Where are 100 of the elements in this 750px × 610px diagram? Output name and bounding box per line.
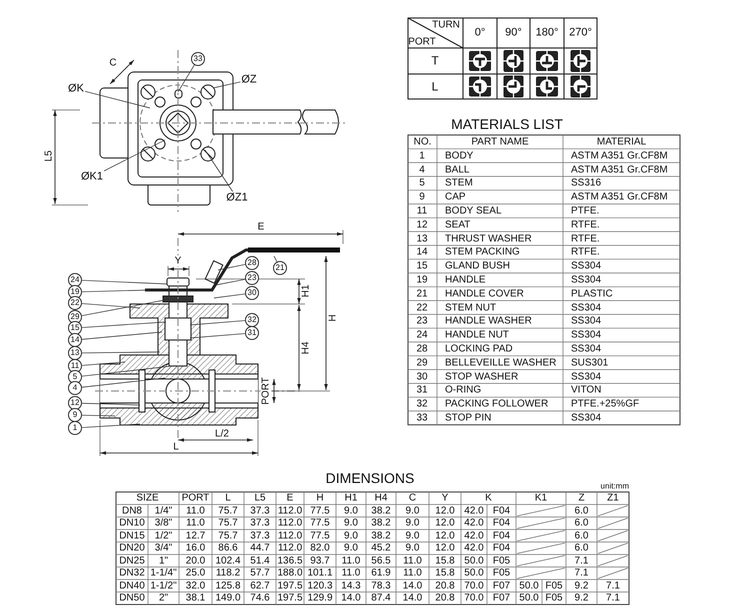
table-value: 3/4" <box>154 542 172 554</box>
table-value: 93.7 <box>310 555 330 566</box>
column-header: PORT <box>182 492 210 504</box>
table-value: 7.1 <box>574 555 588 566</box>
table-value: 9 <box>419 192 425 203</box>
leader-line <box>82 352 160 354</box>
table-value: 9.0 <box>344 530 358 542</box>
table-value: 6.0 <box>574 518 588 529</box>
table-value: 120.3 <box>307 580 333 592</box>
leader-line <box>82 424 140 428</box>
table-value: 197.5 <box>277 592 303 604</box>
dimension-label: E <box>258 222 264 232</box>
table-value: STEM PACKING <box>445 246 520 258</box>
table-value: ASTM A351 Gr.CF8M <box>571 150 668 162</box>
table-value: 11.0 <box>342 568 360 579</box>
table-value: 70.0 <box>464 592 484 604</box>
dimension-label: ØZ <box>241 74 257 86</box>
leader-line <box>178 64 195 92</box>
table-value: 9.0 <box>406 542 420 554</box>
table-value: 50.0 <box>464 555 484 566</box>
table-value: 9.2 <box>574 592 588 604</box>
table-value: 37.3 <box>250 518 270 529</box>
table-value: 15.8 <box>435 568 455 579</box>
table-title: DIMENSIONS <box>326 470 414 486</box>
table-value: SS304 <box>571 330 602 341</box>
column-header: H4 <box>374 492 388 504</box>
table-value: 20.0 <box>186 555 206 566</box>
leader-line <box>82 402 140 406</box>
table-value: 7.1 <box>606 580 620 592</box>
table-value: 37.3 <box>250 505 270 516</box>
table-value: 12.0 <box>435 518 455 529</box>
table-value: 38.2 <box>371 518 391 529</box>
table-value: 197.5 <box>277 580 303 592</box>
column-header: PART NAME <box>471 136 529 148</box>
table-value: F07 <box>492 580 510 592</box>
leader-line <box>82 280 168 284</box>
table-value: 7.1 <box>606 592 620 604</box>
column-header: E <box>286 492 294 504</box>
table-value: 11.0 <box>403 568 422 579</box>
table-value: STOP WASHER <box>445 371 518 382</box>
table-value: 74.6 <box>250 592 270 604</box>
table-value: 149.0 <box>215 592 241 604</box>
leader-line <box>84 90 150 108</box>
table-value: 51.4 <box>250 555 270 566</box>
callout-number: 11 <box>68 359 82 373</box>
table-value: 136.5 <box>277 555 303 566</box>
callout-number: 28 <box>245 256 259 270</box>
dimension-label: H4 <box>300 342 312 354</box>
table-value: LOCKING PAD <box>445 343 513 354</box>
table-value: 9.0 <box>406 518 420 529</box>
table-value: 44.7 <box>250 542 270 554</box>
table-value: 14 <box>416 246 428 258</box>
table-value: 42.0 <box>464 530 484 542</box>
table-value: 112.0 <box>278 505 302 516</box>
dimension-label: ØK <box>68 84 84 94</box>
leader-line <box>82 366 172 377</box>
table-value: 4 <box>419 164 425 175</box>
table-value: SS304 <box>571 371 602 382</box>
table-value: 14.0 <box>341 592 361 604</box>
table-value: HANDLE NUT <box>445 330 509 341</box>
table-value: 118.2 <box>216 568 240 579</box>
table-value: 86.6 <box>218 542 238 554</box>
table-value: 77.5 <box>310 530 330 542</box>
table-value: RTFE. <box>571 246 600 258</box>
table-value: F07 <box>492 592 510 604</box>
callout-number: 15 <box>68 321 82 335</box>
table-value: 102.4 <box>215 555 241 566</box>
table-value: 1" <box>158 555 168 566</box>
table-value: 30 <box>416 371 428 382</box>
table-value: BODY <box>445 150 474 162</box>
callout-number: 22 <box>68 296 82 310</box>
table-value: ASTM A351 Gr.CF8M <box>571 192 668 203</box>
table-value: 37.3 <box>250 530 270 542</box>
table-value: PTFE. <box>571 205 600 216</box>
table-value: 1/4" <box>154 505 172 516</box>
table-value: 112.0 <box>278 518 302 529</box>
table-value: 50.0 <box>519 592 539 604</box>
callout-number: 9 <box>68 408 82 422</box>
table-value: SEAT <box>445 219 470 230</box>
table-value: 61.9 <box>371 568 391 579</box>
column-header: H <box>316 492 324 504</box>
row-header: T <box>431 56 439 66</box>
table-value: 45.2 <box>371 542 391 554</box>
table-title: MATERIALS LIST <box>451 116 563 132</box>
table-value: 14.3 <box>341 580 361 592</box>
table-value: 42.0 <box>464 505 484 516</box>
table-value: HANDLE WASHER <box>445 316 532 327</box>
column-header: 180° <box>536 28 558 38</box>
table-value: 13 <box>416 233 428 244</box>
column-header: 90° <box>505 28 522 38</box>
column-header: MATERIAL <box>596 136 646 148</box>
table-value: 24 <box>416 330 428 341</box>
table-value: 12.0 <box>435 505 455 516</box>
table-value: 25.0 <box>186 568 206 579</box>
table-value: 42.0 <box>464 518 484 529</box>
table-value: 20.8 <box>435 592 455 604</box>
table-value: 38.2 <box>371 530 391 542</box>
leader-line <box>274 256 278 262</box>
table-value: 9.0 <box>344 542 358 554</box>
table-value: 70.0 <box>464 580 484 592</box>
